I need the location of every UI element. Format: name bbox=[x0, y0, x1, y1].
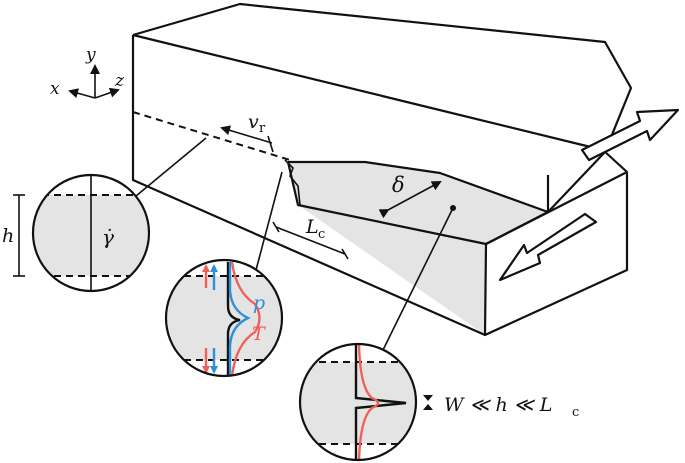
temperature-curve bbox=[230, 261, 261, 376]
thickness-label: h bbox=[2, 225, 14, 247]
lower-block-front-edge bbox=[483, 243, 488, 336]
lower-block-top-edge bbox=[485, 171, 628, 245]
axis-x-label: x bbox=[50, 79, 60, 99]
slip-label: δ bbox=[392, 173, 405, 197]
axis-y-label: y bbox=[85, 45, 96, 65]
rupture-velocity-subscript: r bbox=[259, 121, 266, 136]
leader-inset-strain bbox=[135, 137, 207, 197]
cohesive-length-bar bbox=[275, 226, 346, 255]
scale-relation-subscript: c bbox=[572, 405, 579, 420]
inset-slip-localization: W ≪ h ≪ L c bbox=[298, 342, 579, 462]
rupture-front-line bbox=[132, 111, 291, 161]
rupture-tip bbox=[284, 159, 301, 206]
scale-relation-label: W ≪ h ≪ L bbox=[444, 394, 552, 416]
cohesive-length-subscript: c bbox=[318, 227, 325, 242]
leader-inset-slip bbox=[382, 207, 454, 351]
pressure-label: p bbox=[253, 292, 265, 314]
rupture-velocity-arrow bbox=[220, 125, 273, 144]
lower-block-motion-arrow bbox=[498, 212, 598, 282]
strain-rate-label: γ̇ bbox=[102, 225, 114, 249]
leader-inset-pt bbox=[255, 171, 283, 271]
slip-arrow bbox=[378, 181, 442, 219]
rupture-velocity-label: v bbox=[248, 111, 259, 133]
slip-region bbox=[288, 162, 548, 335]
upper-block-front-top bbox=[132, 33, 604, 152]
lower-block bbox=[131, 149, 629, 337]
cohesive-length-tick-left bbox=[272, 221, 280, 233]
upper-block-slip-edge bbox=[288, 160, 549, 214]
inset-shear-zone: h γ̇ bbox=[2, 173, 151, 293]
pressure-curve bbox=[228, 262, 251, 376]
rupture-velocity-tick bbox=[267, 135, 274, 153]
cohesive-length-label: L bbox=[305, 216, 319, 238]
axis-z-label: z bbox=[114, 71, 125, 91]
cohesive-length-tick-right bbox=[341, 248, 349, 260]
lower-block-slip-edge bbox=[286, 161, 487, 246]
upper-block-motion-arrow bbox=[580, 108, 680, 162]
temperature-label: T bbox=[252, 323, 266, 345]
coordinate-axes: y x z bbox=[50, 45, 125, 99]
inset-pressure-temperature: p T bbox=[164, 258, 284, 378]
